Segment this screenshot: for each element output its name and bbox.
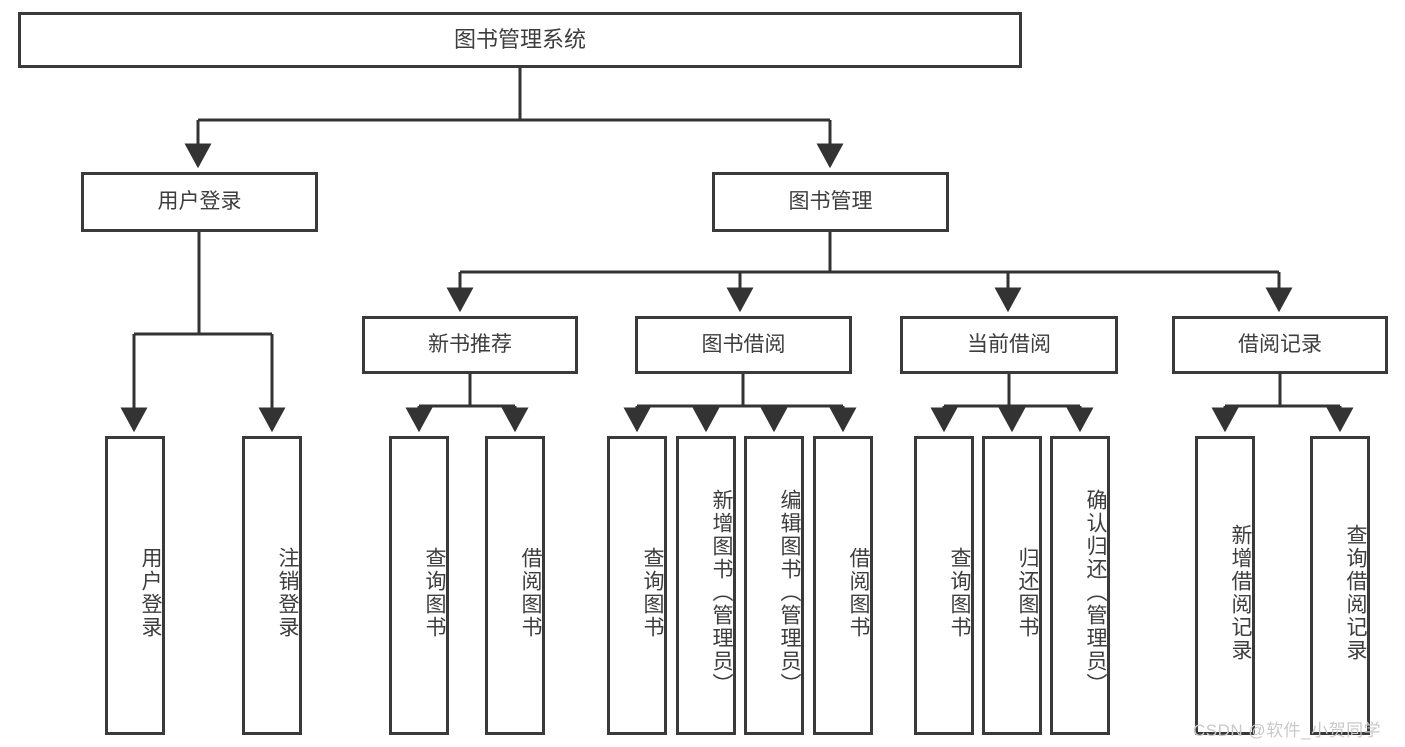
node-label: 查询图书 bbox=[423, 546, 446, 639]
node-new-book-recommend[interactable]: 新书推荐 bbox=[362, 316, 578, 374]
node-label: 新增图书（管理员） bbox=[710, 489, 733, 696]
node-current-leaf-query[interactable]: 查询图书 bbox=[914, 436, 974, 735]
node-label: 查询借阅记录 bbox=[1344, 523, 1367, 662]
node-label: 编辑图书（管理员） bbox=[778, 489, 801, 696]
node-current-borrow[interactable]: 当前借阅 bbox=[900, 316, 1118, 374]
node-user-login-leaf-logout[interactable]: 注销登录 bbox=[242, 436, 302, 735]
node-label: 查询图书 bbox=[948, 546, 971, 639]
node-root-system[interactable]: 图书管理系统 bbox=[18, 12, 1022, 68]
node-borrow-leaf-add[interactable]: 新增图书（管理员） bbox=[676, 436, 736, 735]
node-label: 借阅图书 bbox=[847, 546, 870, 639]
node-user-login[interactable]: 用户登录 bbox=[81, 172, 318, 232]
node-book-borrow[interactable]: 图书借阅 bbox=[635, 316, 852, 374]
node-current-leaf-return[interactable]: 归还图书 bbox=[982, 436, 1042, 735]
node-book-management[interactable]: 图书管理 bbox=[712, 172, 949, 232]
node-borrow-leaf-edit[interactable]: 编辑图书（管理员） bbox=[744, 436, 804, 735]
node-label: 注销登录 bbox=[276, 546, 299, 639]
csdn-watermark: CSDN @软件_小贺同学 bbox=[1193, 721, 1382, 740]
node-new-book-leaf-borrow[interactable]: 借阅图书 bbox=[485, 436, 545, 735]
node-label: 确认归还（管理员） bbox=[1084, 489, 1107, 696]
node-records-leaf-add[interactable]: 新增借阅记录 bbox=[1195, 436, 1255, 735]
node-label: 用户登录 bbox=[139, 546, 162, 639]
node-label: 借阅图书 bbox=[519, 546, 542, 639]
node-new-book-leaf-query[interactable]: 查询图书 bbox=[389, 436, 449, 735]
node-borrow-records[interactable]: 借阅记录 bbox=[1172, 316, 1388, 374]
node-records-leaf-query[interactable]: 查询借阅记录 bbox=[1310, 436, 1370, 735]
node-label: 新增借阅记录 bbox=[1229, 523, 1252, 662]
node-label: 查询图书 bbox=[641, 546, 664, 639]
node-borrow-leaf-borrow[interactable]: 借阅图书 bbox=[813, 436, 873, 735]
node-borrow-leaf-query[interactable]: 查询图书 bbox=[607, 436, 667, 735]
node-label: 归还图书 bbox=[1016, 546, 1039, 639]
node-current-leaf-confirm-return[interactable]: 确认归还（管理员） bbox=[1050, 436, 1110, 735]
node-user-login-leaf-login[interactable]: 用户登录 bbox=[105, 436, 165, 735]
